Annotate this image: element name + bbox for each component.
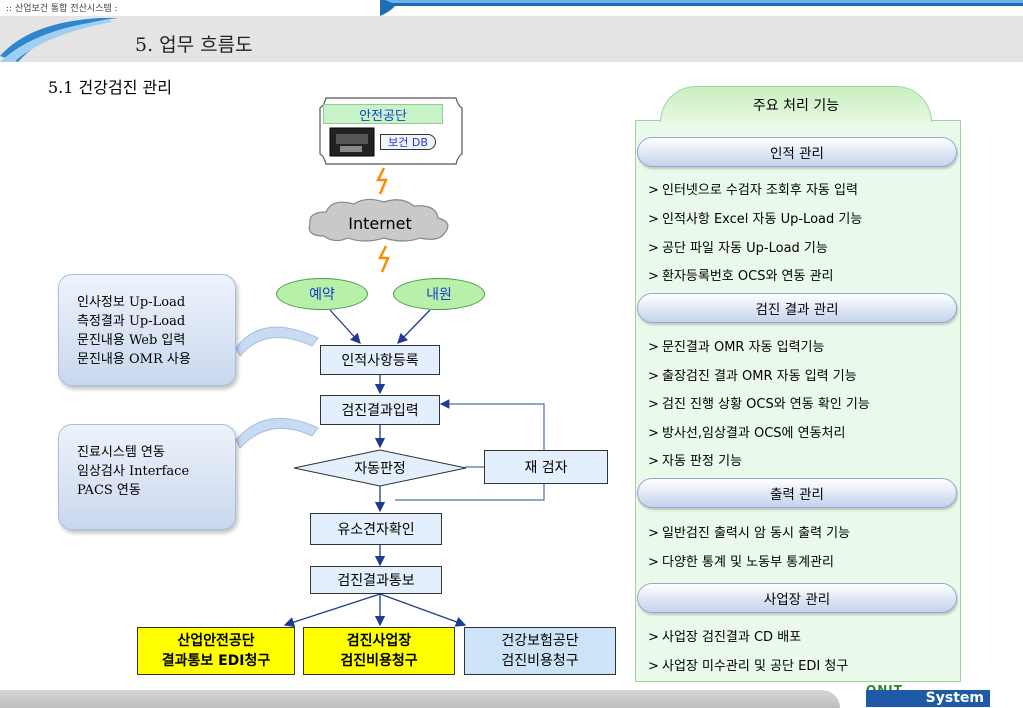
auto-decision-label: 자동판정	[354, 461, 406, 477]
feature-item: >자동 판정 기능	[648, 450, 742, 469]
header-decoration	[0, 0, 1023, 62]
chevron-right-icon: >	[648, 526, 659, 541]
feature-item: >사업장 미수관리 및 공단 EDI 청구	[648, 655, 848, 674]
system-name: :: 산업보건 통합 전산시스템 :	[6, 4, 118, 14]
finding-check-step: 유소견자확인	[310, 513, 442, 545]
chevron-right-icon: >	[648, 630, 659, 645]
category-results: 검진 결과 관리	[637, 293, 957, 323]
category-personal: 인적 관리	[637, 137, 957, 167]
feature-text: 인적사항 Excel 자동 Up-Load 기능	[662, 212, 863, 227]
feature-item: >방사선,임상결과 OCS에 연동처리	[648, 422, 845, 441]
feature-text: 일반검진 출력시 암 동시 출력 기능	[662, 526, 851, 541]
chevron-right-icon: >	[648, 659, 659, 674]
section-title: 5.1 건강검진 관리	[48, 78, 172, 97]
feature-text: 사업장 미수관리 및 공단 EDI 청구	[662, 659, 849, 674]
feature-item: >사업장 검진결과 CD 배포	[648, 626, 801, 645]
output-nhis-box: 건강보험공단 검진비용청구	[464, 627, 616, 675]
chevron-right-icon: >	[648, 269, 659, 284]
output-nhis-line2: 검진비용청구	[501, 653, 579, 669]
cloud-label: Internet	[348, 214, 412, 233]
callout-upload-line: 인사정보 Up-Load	[77, 295, 186, 310]
feature-text: 인터넷으로 수검자 조회후 자동 입력	[662, 183, 858, 198]
feature-text: 방사선,임상결과 OCS에 연동처리	[662, 426, 846, 441]
personal-info-step: 인적사항등록	[320, 345, 440, 375]
features-panel-title: 주요 처리 기능	[660, 86, 932, 122]
feature-text: 자동 판정 기능	[662, 454, 743, 469]
feature-item: >인적사항 Excel 자동 Up-Load 기능	[648, 208, 862, 227]
server-icon	[329, 127, 375, 157]
feature-text: 다양한 통계 및 노동부 통계관리	[662, 555, 835, 570]
callout-upload-line: 문진내용 Web 입력	[77, 333, 186, 348]
visit-oval: 내원	[393, 278, 485, 310]
feature-text: 사업장 검진결과 CD 배포	[662, 630, 802, 645]
callout-upload-line: 측정결과 Up-Load	[77, 314, 186, 329]
chevron-right-icon: >	[648, 369, 659, 384]
chevron-right-icon: >	[648, 555, 659, 570]
feature-item: >일반검진 출력시 암 동시 출력 기능	[648, 522, 850, 541]
feature-text: 출장검진 결과 OMR 자동 입력 기능	[662, 369, 857, 384]
recheck-box: 재 검자	[484, 450, 608, 484]
output-nhis-line1: 건강보험공단	[501, 633, 579, 649]
logo-bottom: System	[866, 690, 990, 707]
chevron-right-icon: >	[648, 340, 659, 355]
page-title: 5. 업무 흐름도	[135, 34, 253, 56]
company-logo: ONIT System	[866, 683, 990, 707]
output-workplace-box: 검진사업장 검진비용청구	[303, 627, 455, 675]
chevron-right-icon: >	[648, 183, 659, 198]
chevron-right-icon: >	[648, 454, 659, 469]
result-notify-step: 검진결과통보	[310, 566, 442, 594]
feature-item: >문진결과 OMR 자동 입력기능	[648, 336, 824, 355]
output-kosha-line2: 결과통보 EDI청구	[161, 653, 271, 669]
feature-item: >공단 파일 자동 Up-Load 기능	[648, 237, 828, 256]
result-input-step: 검진결과입력	[320, 395, 440, 425]
callout-interface: 진료시스템 연동 임상검사 Interface PACS 연동	[58, 424, 236, 530]
callout-interface-line: 임상검사 Interface	[77, 464, 190, 479]
chevron-right-icon: >	[648, 241, 659, 256]
auto-decision-diamond	[293, 449, 467, 487]
category-output: 출력 관리	[637, 478, 957, 508]
chevron-right-icon: >	[648, 397, 659, 412]
chevron-right-icon: >	[648, 426, 659, 441]
db-label: 보건 DB	[380, 134, 436, 150]
internet-cloud-icon	[308, 198, 449, 242]
callout-interface-line: PACS 연동	[77, 483, 141, 498]
feature-item: >검진 진행 상황 OCS와 연동 확인 기능	[648, 393, 870, 412]
output-workplace-line2: 검진비용청구	[340, 653, 418, 669]
output-workplace-line1: 검진사업장	[346, 633, 412, 649]
feature-text: 환자등록번호 OCS와 연동 관리	[662, 269, 834, 284]
feature-text: 문진결과 OMR 자동 입력기능	[662, 340, 825, 355]
feature-item: >다양한 통계 및 노동부 통계관리	[648, 551, 834, 570]
feature-item: >출장검진 결과 OMR 자동 입력 기능	[648, 365, 857, 384]
footer-bar	[0, 690, 840, 708]
output-kosha-box: 산업안전공단 결과통보 EDI청구	[137, 627, 295, 675]
feature-item: >인터넷으로 수검자 조회후 자동 입력	[648, 179, 858, 198]
feature-text: 공단 파일 자동 Up-Load 기능	[662, 241, 828, 256]
reservation-oval: 예약	[276, 278, 368, 310]
callout-interface-line: 진료시스템 연동	[77, 445, 165, 460]
source-label: 안전공단	[323, 104, 443, 124]
feature-text: 검진 진행 상황 OCS와 연동 확인 기능	[662, 397, 870, 412]
output-kosha-line1: 산업안전공단	[177, 633, 255, 649]
feature-item: >환자등록번호 OCS와 연동 관리	[648, 265, 834, 284]
chevron-right-icon: >	[648, 212, 659, 227]
callout-upload-line: 문진내용 OMR 사용	[77, 352, 191, 367]
category-workplace: 사업장 관리	[637, 583, 957, 613]
callout-upload: 인사정보 Up-Load 측정결과 Up-Load 문진내용 Web 입력 문진…	[58, 274, 236, 386]
